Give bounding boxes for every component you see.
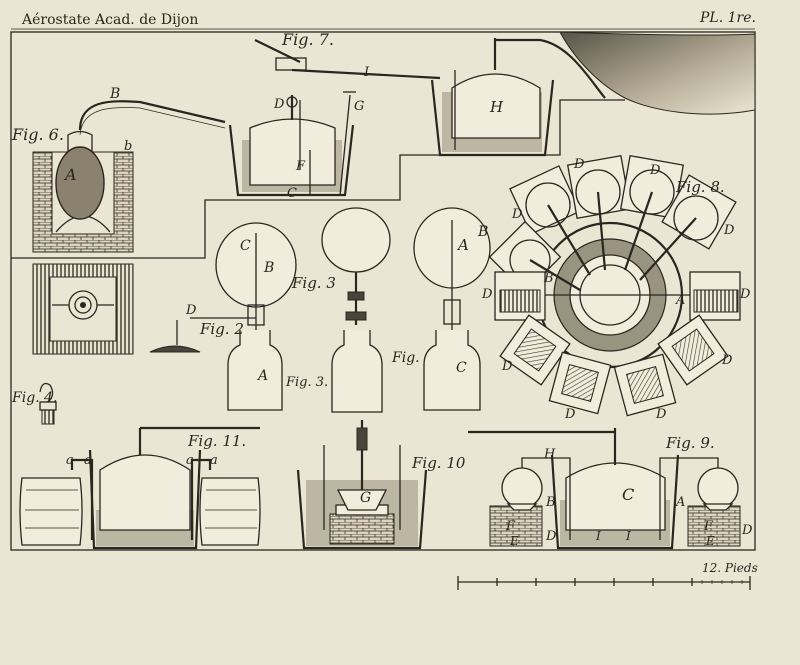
fig9-letter-h: H bbox=[543, 447, 556, 462]
fig9-letter-d-2: D bbox=[741, 523, 753, 538]
fig8-letter-d-3: D bbox=[511, 207, 523, 222]
fig7-vat bbox=[228, 91, 356, 197]
fig11-letter-a-1: a bbox=[66, 453, 74, 468]
fig1-letter-c: C bbox=[456, 360, 467, 376]
fig6-letter-b: B bbox=[109, 86, 120, 102]
fig8-letter-d-9: D bbox=[564, 407, 576, 422]
fig7-letter-c: C bbox=[287, 186, 297, 201]
ground-line bbox=[11, 99, 625, 259]
scale-bar bbox=[457, 576, 751, 590]
fig8-letter-d-10: D bbox=[655, 407, 667, 422]
fig3-label: Fig. 3 bbox=[291, 274, 336, 292]
fig11-label: Fig. 11. bbox=[187, 432, 246, 450]
pipe-b bbox=[78, 100, 226, 131]
fig2-label: Fig. 2 bbox=[199, 320, 244, 338]
plate-number: PL. 1re. bbox=[699, 10, 756, 26]
fig9-letter-a: A bbox=[675, 495, 685, 510]
fig1-letter-b: B bbox=[477, 224, 488, 240]
fig11-apparatus bbox=[19, 426, 261, 550]
fig8-letter-d-4: D bbox=[723, 223, 735, 238]
fig1-label: Fig. 1 bbox=[391, 350, 433, 366]
fig7-letter-d: D bbox=[273, 97, 285, 112]
fig9-apparatus bbox=[468, 428, 741, 550]
fig7-letter-f: F bbox=[295, 159, 306, 174]
fig9-letter-e-1: E bbox=[509, 534, 519, 548]
fig6-letter-b-small: b bbox=[124, 139, 132, 154]
fig9-letter-c: C bbox=[622, 485, 634, 504]
fig9-letter-b: B bbox=[545, 495, 556, 510]
fig2-letter-c: C bbox=[240, 238, 251, 254]
fig3-flask bbox=[321, 207, 391, 413]
fig1-letter-a: A bbox=[456, 236, 469, 254]
fig10-label: Fig. 10 bbox=[411, 454, 466, 472]
fig6-furnace bbox=[32, 130, 134, 355]
fig9-letter-i-2: I bbox=[625, 529, 631, 543]
fig11-letter-a-3: a bbox=[186, 453, 194, 468]
fig2-flasks bbox=[149, 222, 297, 411]
fig8-letter-b: B bbox=[543, 271, 554, 286]
fig8-letter-a: A bbox=[675, 293, 685, 308]
fig9-letter-i-1: I bbox=[595, 529, 601, 543]
fig8-letter-d-5: D bbox=[481, 287, 493, 302]
fig11-letter-a-4: a bbox=[210, 453, 218, 468]
fig4-label: Fig. 4. bbox=[11, 390, 57, 406]
fig7-letter-g: G bbox=[354, 99, 364, 114]
fig2-letter-d: D bbox=[185, 303, 197, 318]
fig2-letter-a: A bbox=[256, 368, 268, 384]
fig4-stopper bbox=[39, 382, 57, 425]
fig10-letter-g: G bbox=[360, 490, 371, 506]
fig8-label: Fig. 8. bbox=[675, 178, 725, 196]
fig7-label: Fig. 7. bbox=[281, 30, 334, 49]
fig3b-label: Fig. 3. bbox=[285, 375, 328, 390]
h-vat-letter: H bbox=[489, 98, 504, 116]
plate-border bbox=[10, 31, 756, 551]
fig8-letter-d-7: D bbox=[501, 359, 513, 374]
fig9-label: Fig. 9. bbox=[665, 434, 715, 452]
fig7-letter-i: I bbox=[363, 65, 370, 80]
balloon-envelope bbox=[559, 31, 756, 115]
fig8-letter-d-6: D bbox=[739, 287, 751, 302]
fig8-letter-d-8: D bbox=[721, 353, 733, 368]
fig10-apparatus bbox=[296, 420, 428, 550]
fig1-flask bbox=[413, 207, 491, 411]
fig9-letter-d-1: D bbox=[545, 529, 557, 544]
pipe-i bbox=[291, 68, 441, 80]
fig6-label: Fig. 6. bbox=[11, 125, 64, 144]
h-vat bbox=[430, 38, 606, 157]
fig2-letter-b: B bbox=[263, 260, 274, 276]
fig8-letter-d-1: D bbox=[573, 157, 585, 172]
fig9-letter-f-1: F bbox=[505, 519, 516, 534]
fig11-letter-a-2: a bbox=[84, 453, 92, 468]
fig8-letter-d-2: D bbox=[649, 163, 661, 178]
plate-title: Aérostate Acad. de Dijon bbox=[21, 12, 198, 28]
fig9-letter-e-2: E bbox=[705, 534, 715, 548]
fig6-letter-a: A bbox=[63, 165, 77, 184]
fig9-letter-f-2: F bbox=[703, 519, 714, 534]
fig8-rosette bbox=[488, 154, 741, 417]
scale-label: 12. Pieds bbox=[702, 561, 758, 575]
